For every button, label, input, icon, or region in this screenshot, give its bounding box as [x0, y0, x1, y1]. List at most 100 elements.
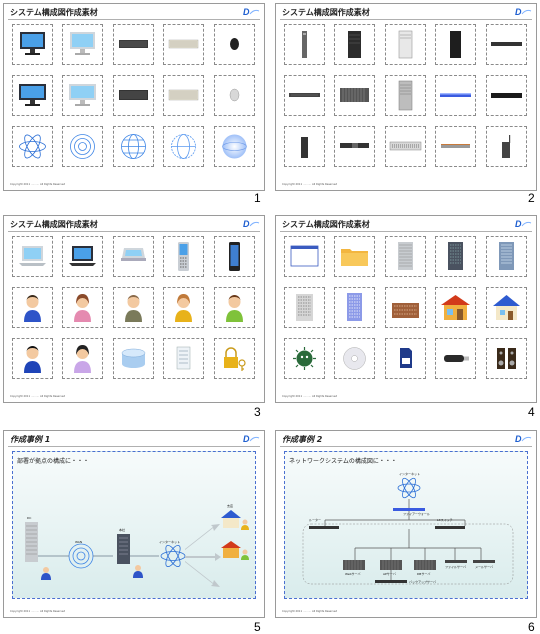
cell-keyboard-light-2[interactable]: [163, 75, 204, 116]
label-firewall: ファイアーウォール: [403, 512, 430, 516]
globe-network-icon: [68, 543, 94, 569]
cell-smartphone[interactable]: [214, 236, 255, 277]
svg-text:D: D: [515, 219, 522, 229]
virus-icon: [293, 347, 316, 370]
title-rule: [280, 446, 532, 447]
cell-smartphone-keys[interactable]: [163, 236, 204, 277]
cell-shop[interactable]: [435, 287, 476, 328]
cell-cd[interactable]: [334, 338, 375, 379]
cell-virus[interactable]: [284, 338, 325, 379]
svg-text:D: D: [515, 434, 522, 444]
cell-rackmount-2[interactable]: [284, 75, 325, 116]
cell-server-tower-dark[interactable]: [334, 24, 375, 65]
page-number: 2: [528, 191, 535, 205]
cell-switch-ports[interactable]: [385, 126, 426, 167]
firewall-icon: [309, 526, 339, 529]
label-internet: インターネット: [399, 472, 421, 476]
router-icon: [491, 93, 522, 98]
cell-server-cabinet[interactable]: [385, 75, 426, 116]
cell-building-glass[interactable]: [486, 236, 527, 277]
switch-icon: [440, 93, 471, 97]
storage-icon: [375, 580, 407, 583]
cell-monitor-dark[interactable]: [12, 24, 53, 65]
cell-blade-server[interactable]: [334, 75, 375, 116]
slide-4[interactable]: システム構成図作成素材 D Copyright 2011 ·········· …: [275, 215, 537, 403]
cell-factory[interactable]: [385, 287, 426, 328]
label-backup: バックアップサーバ: [409, 580, 436, 584]
cell-speakers[interactable]: [486, 338, 527, 379]
globe-network-icon: [171, 134, 196, 159]
cell-house[interactable]: [486, 287, 527, 328]
person-icon: [74, 345, 91, 373]
rack-server-icon: [289, 93, 320, 97]
cell-server-slim[interactable]: [284, 24, 325, 65]
svg-text:D: D: [243, 219, 250, 229]
cell-router-black[interactable]: [486, 75, 527, 116]
cell-server-mini[interactable]: [284, 126, 325, 167]
cell-document-stack[interactable]: [163, 338, 204, 379]
cell-laptop-silver[interactable]: [12, 236, 53, 277]
cell-office-building[interactable]: [284, 287, 325, 328]
cell-laptop-dark[interactable]: [62, 236, 103, 277]
footer: Copyright 2011 ·········· All Rights Res…: [10, 395, 66, 398]
cell-folder[interactable]: [334, 236, 375, 277]
slide-3[interactable]: システム構成図作成素材 D Copyright 2011 ·········· …: [3, 215, 265, 403]
blade-server-icon: [380, 560, 402, 570]
cell-server-rack-dark[interactable]: [435, 24, 476, 65]
person-icon: [241, 549, 249, 560]
label-file: ファイルサーバ: [445, 565, 466, 569]
title-rule: [280, 231, 532, 232]
cell-internet-4[interactable]: [163, 126, 204, 167]
cell-server-tower-light[interactable]: [385, 24, 426, 65]
slide-2[interactable]: システム構成図作成素材 D Copyright 2011 ·········· …: [275, 3, 537, 191]
cell-window[interactable]: [284, 236, 325, 277]
cell-building-dark[interactable]: [435, 236, 476, 277]
cell-person-pink[interactable]: [62, 287, 103, 328]
cell-hub[interactable]: [435, 126, 476, 167]
cell-sd-card[interactable]: [385, 338, 426, 379]
page-number: 6: [528, 620, 535, 634]
cell-monitor-light[interactable]: [62, 24, 103, 65]
cell-rackmount-1u[interactable]: [486, 24, 527, 65]
cell-internet-2[interactable]: [62, 126, 103, 167]
cell-database[interactable]: [113, 338, 154, 379]
cell-person-green[interactable]: [214, 287, 255, 328]
lock-key-icon: [224, 347, 246, 371]
cell-keyboard-dark[interactable]: [113, 24, 154, 65]
cell-keyboard-light[interactable]: [163, 24, 204, 65]
shop-icon: [441, 295, 470, 320]
building-icon: [398, 242, 413, 270]
cell-laptop-open[interactable]: [113, 236, 154, 277]
title-rule: [8, 231, 260, 232]
cell-mouse-dark[interactable]: [214, 24, 255, 65]
slide-title: システム構成図作成素材: [282, 8, 370, 17]
cell-person-olive[interactable]: [113, 287, 154, 328]
building-icon: [347, 293, 362, 321]
cell-lock-key[interactable]: [214, 338, 255, 379]
house-icon: [493, 295, 520, 320]
slide-6[interactable]: 作成事例 2 D ネットワークシステムの構成図に・・・ インターネット ルーター…: [275, 430, 537, 618]
cell-tower-blue[interactable]: [334, 287, 375, 328]
page-number: 3: [254, 405, 261, 419]
slide-1[interactable]: システム構成図作成素材 D Copyright 2011 ·········· …: [3, 3, 265, 191]
cell-building-grey[interactable]: [385, 236, 426, 277]
cell-keyboard-dark-2[interactable]: [113, 75, 154, 116]
diagram-subtitle: 部署が拠点の構成に・・・: [17, 458, 90, 465]
cell-monitor-wide-dark[interactable]: [12, 75, 53, 116]
cell-storage[interactable]: [334, 126, 375, 167]
shop-icon: [221, 541, 241, 558]
cell-person-yellow[interactable]: [163, 287, 204, 328]
cell-internet-3[interactable]: [113, 126, 154, 167]
cell-mouse-light[interactable]: [214, 75, 255, 116]
cell-switch-blue[interactable]: [435, 75, 476, 116]
cell-person-suit[interactable]: [12, 338, 53, 379]
cell-person-blue[interactable]: [12, 287, 53, 328]
cell-wireless-ap[interactable]: [486, 126, 527, 167]
cell-person-lilac[interactable]: [62, 338, 103, 379]
cell-usb-drive[interactable]: [435, 338, 476, 379]
cell-monitor-wide-light[interactable]: [62, 75, 103, 116]
building-icon: [296, 294, 313, 321]
slide-5[interactable]: 作成事例 1 D 部署が拠点の構成に・・・ DC WAN 本社: [3, 430, 265, 618]
cell-internet-5[interactable]: [214, 126, 255, 167]
cell-internet-1[interactable]: [12, 126, 53, 167]
